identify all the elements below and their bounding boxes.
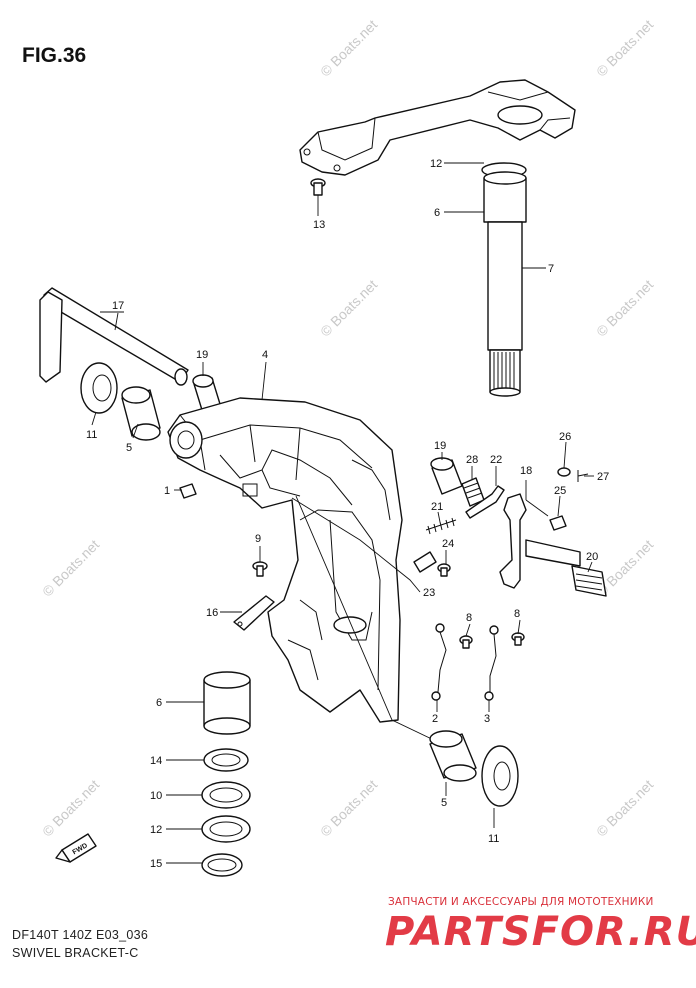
callout-label: 28 (466, 454, 478, 466)
callout-label: 26 (559, 431, 571, 443)
callout-label: 14 (150, 755, 162, 767)
callout-label: 7 (548, 263, 554, 275)
callout-label: 12 (150, 824, 162, 836)
model-code: DF140T 140Z E03_036 (12, 928, 149, 942)
callout-label: 10 (150, 790, 162, 802)
callout-label: 13 (313, 219, 325, 231)
part-3-rod (484, 625, 499, 701)
part-20-arm (525, 539, 607, 597)
callout-label: 11 (488, 833, 499, 845)
part-24-bolt (437, 563, 451, 577)
callout-label: 8 (466, 612, 472, 624)
part-6-bush-lower (203, 671, 251, 735)
callout-label: 9 (255, 533, 261, 545)
part-26-washer (557, 467, 571, 477)
part-5-bush (121, 386, 161, 441)
callout-label: 24 (442, 538, 454, 550)
part-5-bush-right (429, 730, 477, 782)
callout-label: 3 (484, 713, 490, 725)
figure-title: FIG.36 (22, 44, 87, 67)
steering-arm (299, 79, 576, 176)
part-4-swivel-bracket (167, 397, 403, 723)
callout-label: 8 (514, 608, 520, 620)
callout-label: 5 (441, 797, 447, 809)
part-15-circlip (201, 853, 243, 877)
callout-label: 22 (490, 454, 502, 466)
callout-label: 25 (554, 485, 566, 497)
part-23-plate (413, 551, 437, 573)
part-18-lever (499, 493, 527, 589)
part-14-washer (203, 748, 249, 772)
callout-label: 2 (432, 713, 438, 725)
callout-label: 16 (206, 607, 218, 619)
part-12-washer (201, 815, 251, 843)
callout-label: 19 (196, 349, 208, 361)
part-25-nut (549, 515, 567, 531)
callout-label: 6 (156, 697, 162, 709)
callout-label: 4 (262, 349, 268, 361)
promo-brand[interactable]: PARTSFOR.RU (385, 909, 696, 955)
part-11-washer-right (481, 745, 519, 807)
part-19-bush (192, 374, 221, 411)
callout-label: 19 (434, 440, 446, 452)
callout-label: 17 (112, 300, 124, 312)
callouts: 12 6 7 13 17 19 4 11 5 1 9 16 (86, 158, 609, 870)
callout-label: 20 (586, 551, 598, 563)
fwd-marker: FWD (55, 833, 97, 863)
part-9-bolt (252, 561, 268, 577)
part-2-rod (431, 623, 447, 701)
callout-label: 23 (423, 587, 435, 599)
part-10-washer (201, 781, 251, 809)
callout-label: 18 (520, 465, 532, 477)
part-22-clip (465, 485, 505, 519)
part-8-bolt (459, 635, 473, 649)
callout-label: 15 (150, 858, 162, 870)
part-27-pin (577, 470, 589, 482)
part-28-spring (461, 477, 485, 507)
part-11-washer (80, 362, 118, 414)
part-8-bolt (511, 632, 525, 646)
part-19-bush-right (430, 457, 463, 495)
callout-label: 21 (431, 501, 443, 513)
part-17-tilt-tube (39, 287, 189, 386)
part-1-bolt (179, 483, 197, 499)
callout-label: 1 (164, 485, 170, 497)
callout-label: 12 (430, 158, 442, 170)
callout-label: 27 (597, 471, 609, 483)
promo-tagline: ЗАПЧАСТИ И АКСЕССУАРЫ ДЛЯ МОТОТЕХНИКИ (388, 896, 654, 908)
part-13-bolt (310, 178, 326, 196)
steering-shaft (481, 162, 527, 397)
section-name: SWIVEL BRACKET-C (12, 946, 139, 960)
part-21-spring (425, 517, 457, 535)
callout-label: 5 (126, 442, 132, 454)
callout-label: 11 (86, 429, 97, 441)
part-16-plate (233, 595, 275, 631)
callout-label: 6 (434, 207, 440, 219)
